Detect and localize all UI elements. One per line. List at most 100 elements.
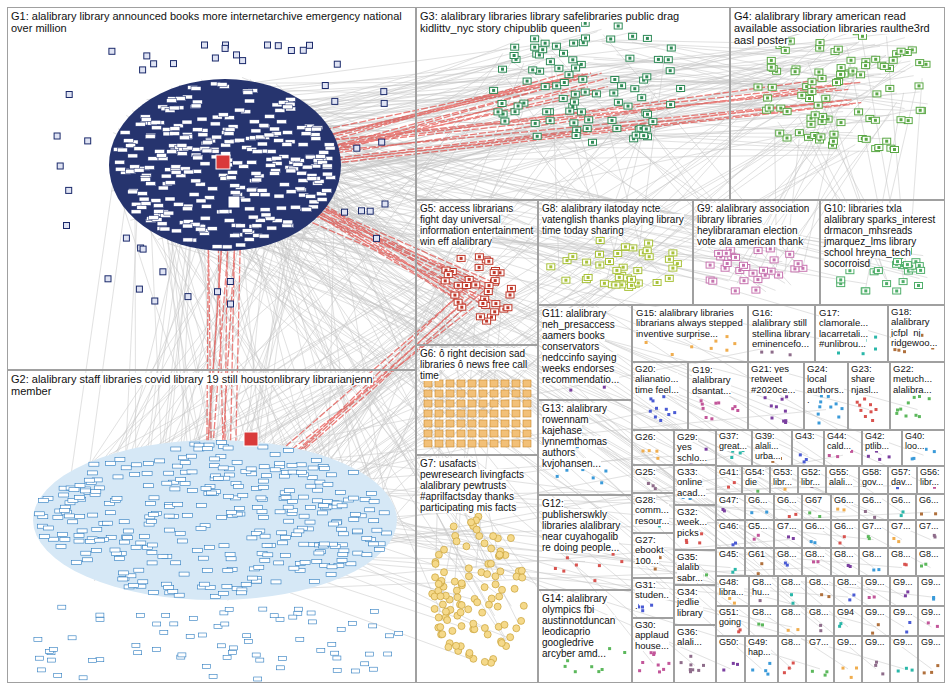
vertex-label (311, 127, 321, 131)
network-edge (163, 103, 660, 267)
vertex-label (331, 651, 339, 655)
vertex-dot (786, 137, 789, 140)
vertex (451, 292, 459, 298)
vertex-dot (609, 38, 612, 41)
vertex-dot (636, 269, 639, 272)
vertex-dot (568, 110, 571, 113)
vertex-label (262, 543, 272, 547)
vertex-label (228, 170, 238, 174)
vertex (54, 133, 60, 139)
vertex-label (259, 515, 269, 519)
vertex-dot (784, 49, 787, 52)
vertex-label (190, 105, 200, 109)
vertex-label (286, 190, 296, 194)
vertex (596, 238, 604, 244)
vertex-label (294, 529, 304, 533)
vertex (518, 617, 525, 624)
vertex-label (242, 229, 252, 233)
vertex (432, 560, 439, 567)
vertex (501, 118, 509, 124)
vertex (466, 649, 473, 656)
vertex (439, 631, 446, 638)
vertex (871, 117, 879, 123)
vertex-label (225, 128, 235, 132)
vertex (565, 72, 573, 78)
vertex (883, 138, 891, 144)
vertex (539, 47, 547, 53)
vertex-label (301, 132, 311, 136)
vertex (794, 261, 802, 267)
vertex (492, 581, 499, 588)
vertex-label (148, 590, 158, 594)
vertex-label (369, 500, 379, 504)
vertex-label (35, 656, 43, 660)
network-edge (238, 237, 506, 641)
vertex (643, 35, 651, 41)
vertex (631, 86, 639, 92)
vertex-label (318, 511, 328, 515)
vertex-label (259, 465, 269, 469)
vertex-label (360, 498, 370, 502)
vertex (441, 278, 449, 284)
vertex (481, 540, 488, 547)
vertex-dot (724, 267, 727, 270)
vertex (463, 283, 471, 289)
vertex-dot (478, 266, 481, 269)
vertex (600, 280, 608, 286)
vertex (614, 23, 622, 29)
vertex (322, 83, 328, 89)
vertex-label (157, 153, 167, 157)
vertex-label (193, 156, 203, 160)
vertex-dot (572, 42, 575, 45)
vertex-dot (613, 78, 616, 81)
vertex-label (245, 207, 255, 211)
vertex-label (188, 488, 198, 492)
vertex (497, 552, 504, 559)
vertex-label (336, 527, 346, 531)
vertex-label (274, 194, 284, 198)
vertex (706, 262, 714, 268)
vertex (607, 36, 615, 42)
vertex (511, 44, 519, 50)
vertex-label (187, 470, 197, 474)
vertex (552, 43, 560, 49)
vertex (435, 580, 442, 587)
vertex (432, 574, 439, 581)
vertex-label (120, 131, 130, 135)
vertex-label (283, 220, 293, 224)
vertex (504, 305, 512, 311)
vertex (498, 101, 506, 107)
vertex-label (322, 499, 332, 503)
vertex-label (113, 475, 123, 479)
vertex-label (124, 529, 134, 533)
vertex-label (299, 514, 309, 518)
vertex-label (263, 553, 273, 557)
vertex (499, 66, 507, 72)
vertex-label (39, 498, 49, 502)
vertex-dot (919, 109, 922, 112)
vertex (808, 79, 816, 85)
vertex-dot (501, 68, 504, 71)
vertex-label (282, 142, 292, 146)
vertex-label (203, 665, 211, 669)
vertex (529, 67, 537, 73)
network-edge (442, 304, 499, 557)
vertex-label (144, 484, 154, 488)
vertex-label (182, 514, 192, 518)
network-edge (302, 132, 818, 499)
vertex-dot (840, 121, 843, 124)
vertex (585, 117, 593, 123)
vertex-label (68, 636, 76, 640)
vertex (837, 65, 845, 71)
vertex (606, 259, 614, 265)
vertex-dot (779, 107, 782, 110)
vertex-label (212, 245, 222, 249)
vertex-label (226, 557, 236, 561)
vertex-label (236, 243, 246, 247)
vertex-label (219, 210, 229, 214)
vertex-dot (656, 281, 659, 284)
vertex (382, 201, 388, 207)
vertex (491, 309, 499, 315)
network-edge (230, 251, 756, 486)
vertex-label (193, 548, 203, 552)
